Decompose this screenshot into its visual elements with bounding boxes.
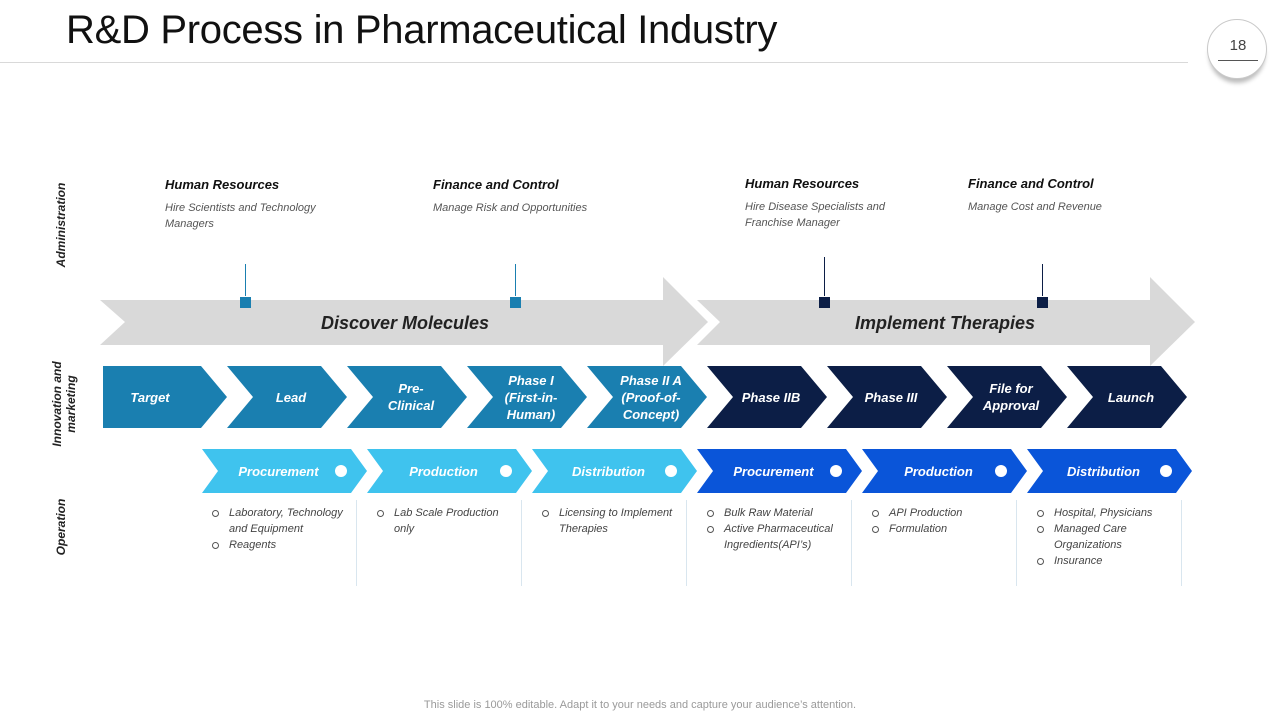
stage-label: Phase IIB [741, 389, 801, 405]
stage-label: Pre- Clinical [387, 381, 435, 413]
admin-connector [245, 264, 246, 296]
operation-label: Distribution [1067, 463, 1140, 479]
admin-marker [1037, 297, 1048, 308]
operation-detail-item: Active Pharmaceutical Ingredients(API’s) [707, 521, 851, 553]
admin-block: Human Resources Hire Disease Specialists… [745, 176, 945, 231]
implement-therapies-arrow [697, 277, 1195, 366]
operation-detail-item: Insurance [1037, 553, 1181, 569]
operation-label: Production [904, 463, 973, 479]
admin-connector [515, 264, 516, 296]
operation-detail-list: Licensing to Implement Therapies [522, 500, 686, 537]
operation-detail-item: Reagents [212, 537, 356, 553]
operation-chevron [862, 449, 1027, 493]
stage-label: Phase I (First-in- Human) [504, 372, 558, 422]
admin-marker [819, 297, 830, 308]
stage-label: File for Approval [982, 381, 1040, 413]
operation-dot-icon [665, 465, 677, 477]
admin-description: Hire Scientists and Technology Managers [165, 202, 316, 230]
operation-detail-item: Hospital, Physicians [1037, 505, 1181, 521]
admin-description: Manage Risk and Opportunities [433, 202, 588, 214]
operation-detail-item: API Production [872, 505, 1016, 521]
title-divider [0, 62, 1188, 63]
operation-chevron [697, 449, 862, 493]
operation-dot-icon [995, 465, 1007, 477]
admin-marker [510, 297, 521, 308]
stage-chevron [1067, 366, 1187, 428]
stage-chevron [707, 366, 827, 428]
operation-detail-column: Lab Scale Production only [357, 500, 522, 586]
admin-description: Manage Cost and Revenue [968, 201, 1102, 213]
slide-title: R&D Process in Pharmaceutical Industry [66, 8, 778, 52]
operation-label: Production [409, 463, 478, 479]
discover-molecules-arrow [100, 277, 708, 366]
operation-dot-icon [500, 465, 512, 477]
operation-label: Distribution [572, 463, 645, 479]
operation-label: Procurement [733, 463, 814, 479]
stage-chevron [103, 366, 227, 428]
page-number: 18 [1229, 37, 1247, 54]
stage-chevron [827, 366, 947, 428]
admin-heading: Finance and Control [433, 177, 559, 192]
operation-detail-item: Managed Care Organizations [1037, 521, 1181, 553]
admin-heading: Human Resources [745, 176, 860, 191]
operation-chevron [367, 449, 532, 493]
operation-detail-item: Lab Scale Production only [377, 505, 521, 537]
admin-marker [240, 297, 251, 308]
stage-chevron [947, 366, 1067, 428]
operation-dot-icon [335, 465, 347, 477]
stage-label: Phase III [864, 389, 918, 405]
operation-chevron [1027, 449, 1192, 493]
stage-label: Lead [275, 389, 307, 405]
operation-dot-icon [1160, 465, 1172, 477]
operation-detail-list: Lab Scale Production only [357, 500, 521, 537]
operation-dot-icon [830, 465, 842, 477]
operation-detail-item: Laboratory, Technology and Equipment [212, 505, 356, 537]
page-number-underline [1218, 60, 1258, 61]
stage-chevron [467, 366, 587, 428]
footer-note: This slide is 100% editable. Adapt it to… [423, 699, 857, 711]
admin-block: Finance and Control Manage Risk and Oppo… [433, 177, 633, 216]
discover-molecules-label: Discover Molecules [320, 313, 490, 333]
admin-connector [824, 257, 825, 296]
operation-detail-item: Formulation [872, 521, 1016, 537]
admin-description: Hire Disease Specialists and Franchise M… [745, 201, 886, 229]
page-number-badge: 18 [1207, 19, 1267, 79]
stage-chevron [227, 366, 347, 428]
admin-heading: Finance and Control [968, 176, 1094, 191]
stage-label: Launch [1107, 389, 1155, 405]
operation-chevron [202, 449, 367, 493]
stage-label: Phase II A (Proof-of- Concept) [620, 372, 682, 422]
implement-therapies-label: Implement Therapies [854, 313, 1036, 333]
admin-block: Human Resources Hire Scientists and Tech… [165, 177, 365, 232]
admin-block: Finance and Control Manage Cost and Reve… [968, 176, 1168, 215]
operation-detail-item: Licensing to Implement Therapies [542, 505, 686, 537]
stage-chevron [347, 366, 467, 428]
admin-connector [1042, 264, 1043, 296]
operation-detail-item: Bulk Raw Material [707, 505, 851, 521]
stage-chevron [587, 366, 707, 428]
operation-detail-column: Licensing to Implement Therapies [522, 500, 687, 586]
admin-heading: Human Resources [165, 177, 280, 192]
stage-label: Target [130, 389, 170, 405]
operation-chevron [532, 449, 697, 493]
operation-label: Procurement [238, 463, 319, 479]
